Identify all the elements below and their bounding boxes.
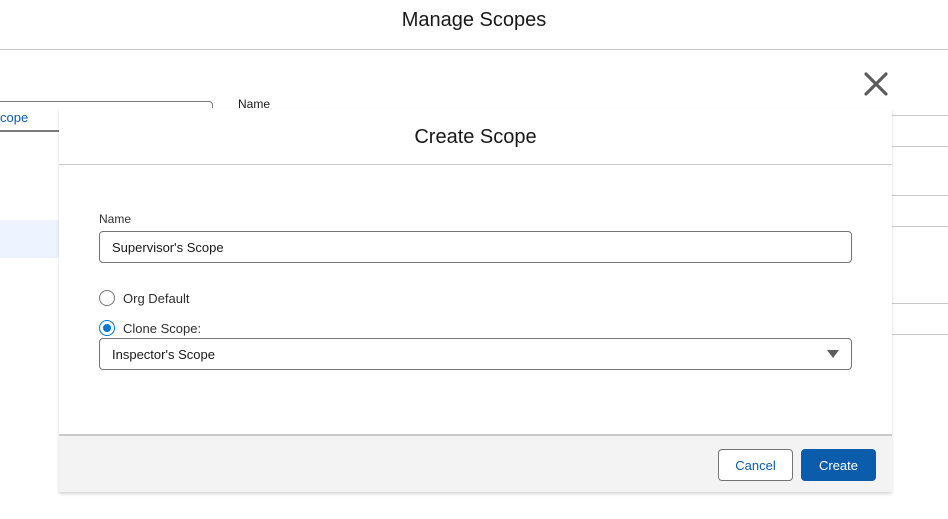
background-page-title: Manage Scopes [401, 9, 547, 31]
background-divider [0, 131, 59, 132]
clone-scope-select[interactable]: Inspector's Scope [99, 338, 852, 370]
name-input[interactable] [99, 231, 852, 263]
background-table-rule [892, 334, 948, 335]
cancel-button[interactable]: Cancel [718, 449, 793, 481]
create-button[interactable]: Create [801, 449, 876, 481]
background-table-rule [892, 195, 948, 196]
clone-scope-radio[interactable] [99, 320, 115, 336]
background-table-rule [892, 115, 948, 116]
org-default-radio-option[interactable]: Org Default [99, 289, 189, 307]
modal-footer: Cancel Create [59, 434, 892, 492]
org-default-radio[interactable] [99, 290, 115, 306]
background-table-rule [892, 303, 948, 304]
org-default-label: Org Default [123, 290, 190, 306]
chevron-down-icon [827, 350, 839, 358]
background-header: Manage Scopes [0, 0, 948, 50]
modal-title: Create Scope [414, 126, 537, 148]
background-selected-row[interactable] [0, 220, 59, 258]
clone-scope-select-value: Inspector's Scope [112, 346, 215, 362]
background-table-rule [892, 226, 948, 227]
background-table-rule [892, 146, 948, 147]
clone-scope-radio-option[interactable]: Clone Scope: [99, 319, 201, 337]
create-scope-modal: Create Scope Name Org Default Clone Scop… [59, 108, 892, 492]
background-scope-link[interactable]: cope [0, 110, 29, 125]
modal-header: Create Scope [59, 108, 892, 165]
clone-scope-label: Clone Scope: [123, 320, 202, 336]
close-icon[interactable] [860, 68, 892, 100]
name-field-label: Name [99, 212, 132, 226]
background-column-header: Name [238, 97, 271, 111]
